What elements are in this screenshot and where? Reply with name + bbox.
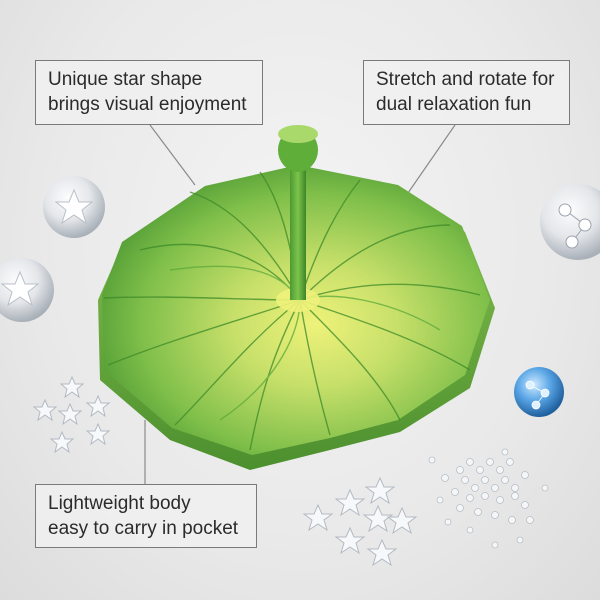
glass-sphere-star bbox=[43, 176, 105, 238]
callout-stretch-rotate: Stretch and rotate for dual relaxation f… bbox=[363, 60, 570, 125]
callout-line-1: Unique star shape bbox=[48, 69, 203, 90]
crystal-star-beads-bottom bbox=[302, 476, 418, 567]
callout-line-2: easy to carry in pocket bbox=[48, 518, 239, 539]
glass-sphere-star bbox=[0, 258, 54, 322]
crystal-star-beads-left bbox=[32, 375, 111, 454]
glass-sphere-molecule bbox=[540, 184, 600, 260]
toy-stem bbox=[290, 150, 306, 300]
pointer-line-top-right bbox=[407, 124, 456, 194]
fidget-star-toy bbox=[98, 125, 495, 470]
callout-line-2: brings visual enjoyment bbox=[48, 94, 247, 115]
pointer-lines bbox=[144, 124, 456, 484]
toy-spiral-ridges bbox=[103, 171, 481, 451]
callout-star-shape: Unique star shape brings visual enjoymen… bbox=[35, 60, 263, 125]
toy-knob-top bbox=[278, 125, 318, 143]
callout-lightweight: Lightweight body easy to carry in pocket bbox=[35, 484, 257, 548]
pointer-line-top-left bbox=[149, 124, 196, 186]
small-glass-beads bbox=[428, 448, 549, 549]
callout-line-1: Stretch and rotate for bbox=[376, 69, 555, 90]
callout-line-1: Lightweight body bbox=[48, 493, 191, 514]
callout-line-2: dual relaxation fun bbox=[376, 94, 532, 115]
blue-sphere-molecule bbox=[514, 367, 564, 417]
